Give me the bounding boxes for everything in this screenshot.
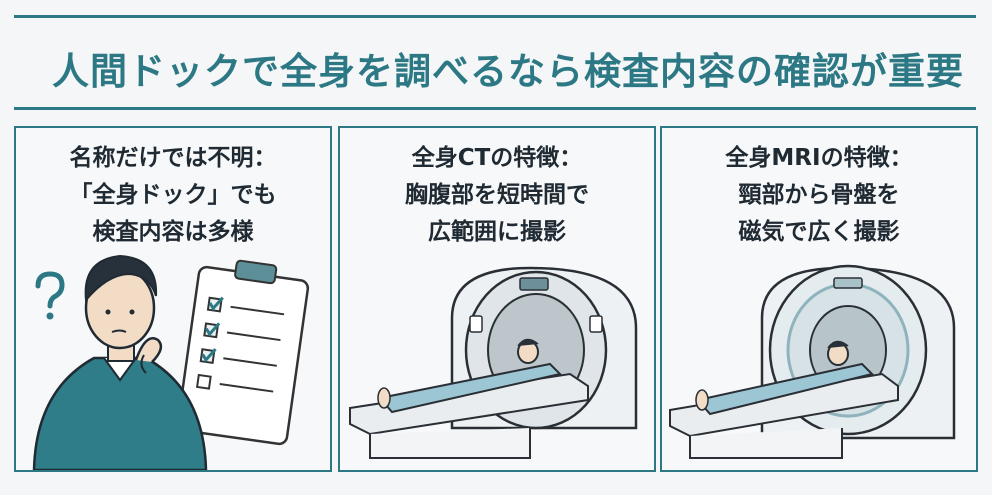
title-rule-top (14, 15, 976, 18)
caption-line: 全身MRIの特徴： (725, 145, 913, 171)
caption-line: 名称だけでは不明： (69, 145, 277, 171)
caption-line: 全身CTの特徴： (411, 145, 583, 171)
page-title: 人間ドックで全身を調べるなら検査内容の確認が重要 (52, 50, 964, 93)
panel-unclear-name: 名称だけでは不明： 「全身ドック」でも 検査内容は多様 (14, 126, 332, 472)
title-banner: 人間ドックで全身を調べるなら検査内容の確認が重要 (14, 15, 976, 110)
title-rule-bottom (14, 107, 976, 110)
caption-line: 広範囲に撮影 (428, 219, 566, 245)
confused-man-illustration (32, 254, 310, 470)
panel-caption: 全身CTの特徴： 胸腹部を短時間で 広範囲に撮影 (340, 140, 654, 251)
caption-line: 胸腹部を短時間で (405, 182, 589, 208)
panel-caption: 全身MRIの特徴： 頸部から骨盤を 磁気で広く撮影 (662, 140, 976, 251)
checkbox-icon (195, 373, 212, 390)
question-mark-icon (35, 271, 65, 320)
caption-line: 磁気で広く撮影 (738, 219, 900, 245)
patient-icon (695, 340, 874, 416)
ct-scanner-icon (349, 266, 638, 459)
patient-icon (377, 338, 562, 414)
clipboard-icon (176, 259, 310, 446)
caption-line: 「全身ドック」でも (69, 182, 277, 208)
panel-caption: 名称だけでは不明： 「全身ドック」でも 検査内容は多様 (16, 140, 330, 251)
caption-line: 検査内容は多様 (92, 219, 254, 245)
mri-scanner-icon (669, 264, 956, 459)
caption-line: 頸部から骨盤を (738, 182, 900, 208)
man-figure (32, 254, 208, 470)
panel-whole-body-ct: 全身CTの特徴： 胸腹部を短時間で 広範囲に撮影 (338, 126, 656, 472)
panel-whole-body-mri: 全身MRIの特徴： 頸部から骨盤を 磁気で広く撮影 (660, 126, 978, 472)
